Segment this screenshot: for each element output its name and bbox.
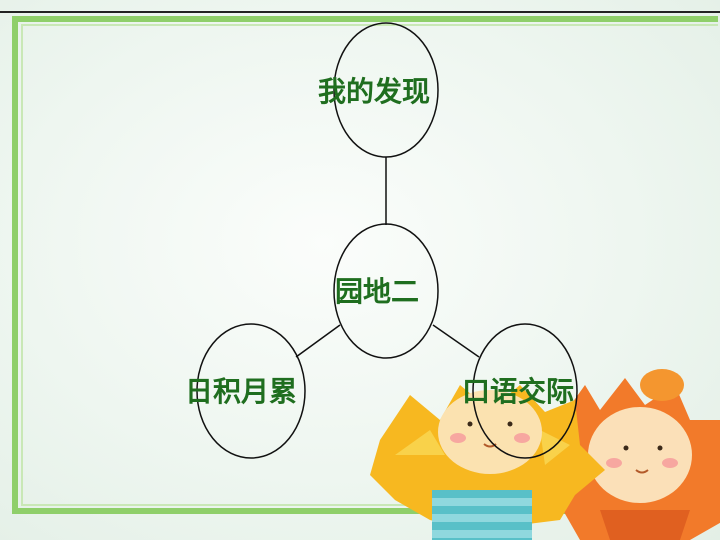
- ellipse-center-node: [333, 223, 439, 359]
- top-rule: [0, 11, 720, 13]
- node-label-center: 园地二: [335, 275, 420, 308]
- orange-flower-character: [540, 369, 720, 540]
- node-label-right: 口语交际: [462, 375, 575, 408]
- slide-frame: [12, 16, 718, 514]
- ellipse-top-node: [333, 22, 439, 158]
- ellipse-left-node: [196, 323, 306, 459]
- slide-frame-inner: [21, 24, 718, 506]
- connector-right: [432, 324, 480, 358]
- connector-left: [295, 324, 341, 358]
- node-label-top: 我的发现: [318, 75, 431, 108]
- ellipse-right-node: [472, 323, 578, 459]
- yellow-flower-character: [370, 385, 605, 540]
- node-label-left: 日积月累: [185, 375, 298, 408]
